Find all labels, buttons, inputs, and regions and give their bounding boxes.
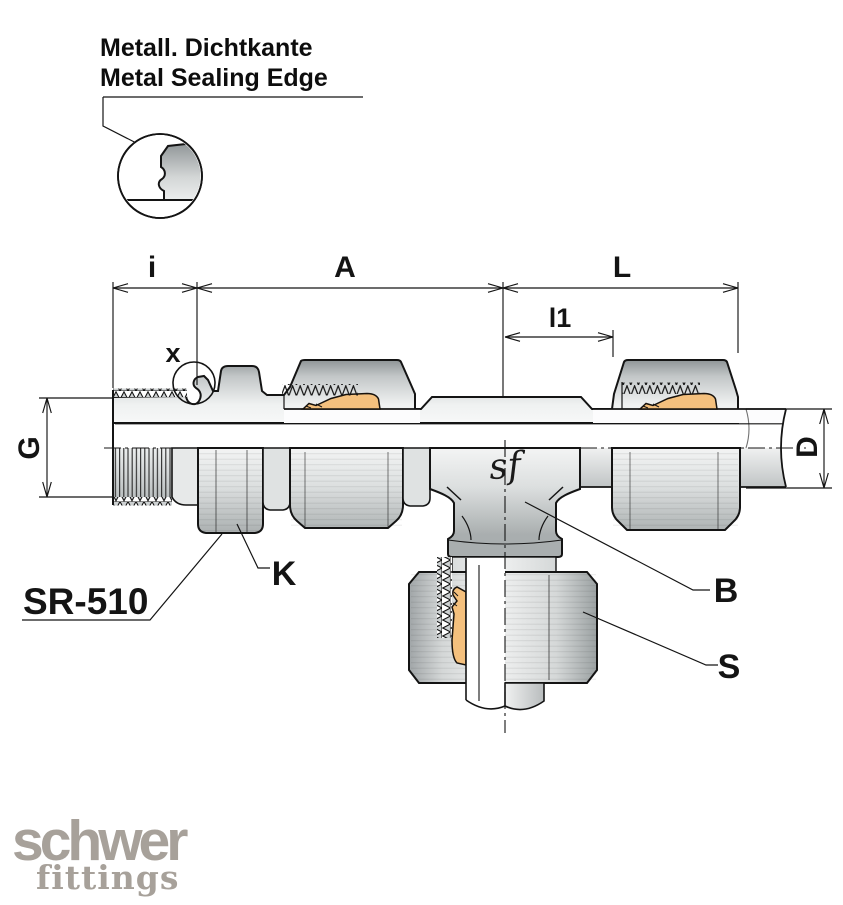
bore [115, 423, 786, 448]
tube-wall-right [593, 409, 786, 423]
detail-callout: Metall. Dichtkante Metal Sealing Edge [100, 34, 363, 219]
callout-line2: Metal Sealing Edge [100, 64, 328, 92]
branch-bore [466, 558, 505, 709]
brand-word: schwer [12, 809, 188, 873]
cutting-ring-branch [451, 586, 467, 666]
tube-vertical [504, 682, 545, 711]
cutting-ring-left [301, 392, 381, 410]
sealing-edge-profile [124, 140, 201, 201]
label-body-B: B [714, 572, 739, 610]
fitting-upper-section [112, 359, 786, 448]
dim-label-A: A [334, 251, 356, 284]
leader-K [236, 523, 270, 569]
union-nut-right [611, 447, 741, 531]
fitting-lower-exterior [112, 390, 792, 576]
dimensions [39, 282, 832, 498]
cutting-ring-right [638, 392, 718, 410]
dim-label-l1: l1 [549, 303, 572, 333]
nut-thread-right [622, 382, 700, 394]
dim-label-G: G [13, 436, 46, 459]
collar-left [262, 447, 291, 511]
union-nut-left [289, 447, 404, 529]
series-label: SR-510 [23, 581, 148, 622]
part-leaders [22, 501, 718, 666]
sealing-edge-marker-circle [172, 361, 216, 405]
branch-assembly [408, 557, 598, 711]
brand-sub: fittings [36, 858, 179, 897]
tube-wall-left [284, 409, 420, 423]
brand-logo: schwer fittings [12, 809, 192, 897]
dim-label-D: D [791, 436, 824, 458]
leader-S [582, 611, 718, 666]
label-locknut-K: K [272, 555, 297, 593]
callout-line1: Metall. Dichtkante [100, 34, 313, 62]
nut-thread-left [282, 384, 358, 396]
fitting-body-section-profile [112, 359, 739, 424]
leader-sr510 [22, 533, 223, 621]
dim-label-L: L [613, 251, 631, 284]
leader-B [524, 501, 710, 591]
label-nut-S: S [718, 648, 741, 686]
dim-label-i: i [148, 251, 156, 284]
collar-right [402, 447, 431, 507]
locknut [197, 447, 264, 534]
dim-label-x: x [165, 338, 180, 368]
